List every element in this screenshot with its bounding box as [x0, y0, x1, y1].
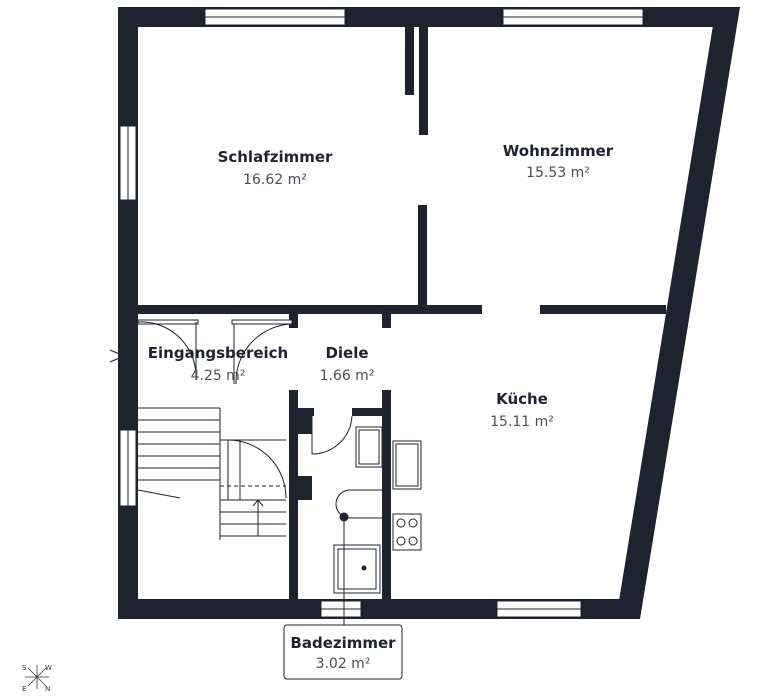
windows — [119, 8, 644, 618]
room-name-kueche: Küche — [496, 390, 548, 408]
room-area-diele: 1.66 m² — [320, 368, 375, 384]
bathroom-fixtures — [333, 426, 383, 640]
room-name-wohnzimmer: Wohnzimmer — [503, 142, 614, 160]
compass-icon: S W E N — [22, 664, 52, 693]
compass-w: W — [45, 664, 52, 672]
room-name-badezimmer: Badezimmer — [290, 634, 396, 652]
compass-s: S — [22, 664, 27, 672]
bath-door — [311, 415, 353, 455]
badezimmer-label-box — [283, 624, 403, 680]
inner-walls — [118, 27, 666, 599]
room-name-eingangsbereich: Eingangsbereich — [148, 344, 288, 362]
room-area-badezimmer: 3.02 m² — [316, 656, 371, 672]
compass-e: E — [22, 685, 26, 693]
room-name-schlafzimmer: Schlafzimmer — [218, 148, 333, 166]
room-area-eingangsbereich: 4.25 m² — [191, 368, 246, 384]
room-labels: Schlafzimmer 16.62 m² Wohnzimmer 15.53 m… — [148, 142, 614, 672]
staircase — [137, 407, 287, 540]
entrance-doors — [109, 319, 293, 385]
room-area-kueche: 15.11 m² — [490, 414, 554, 430]
compass-n: N — [45, 685, 50, 693]
room-area-schlafzimmer: 16.62 m² — [243, 172, 307, 188]
kitchen-fixtures — [392, 440, 422, 551]
room-name-diele: Diele — [325, 344, 368, 362]
room-area-wohnzimmer: 15.53 m² — [526, 165, 590, 181]
